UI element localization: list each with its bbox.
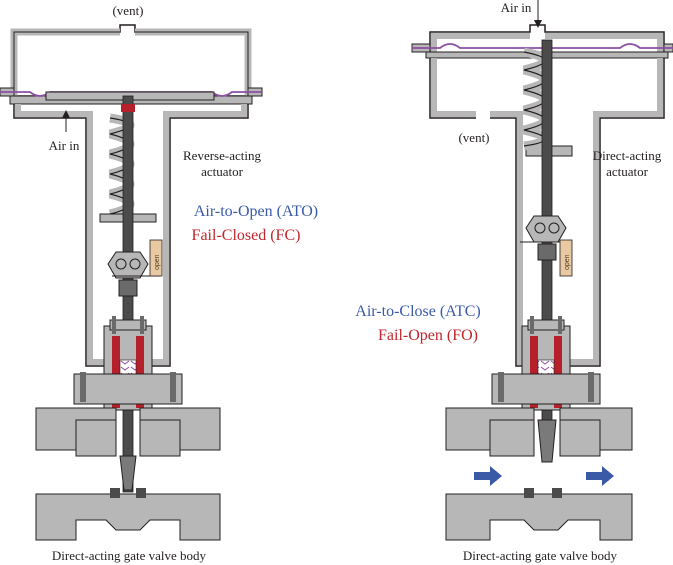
right-valve: open [355, 0, 673, 563]
left-mode-primary: Air-to-Open (ATO) [194, 203, 318, 220]
left-bonnet [73, 316, 183, 411]
left-valve-body [35, 407, 221, 541]
left-body-label: Direct-acting gate valve body [52, 548, 207, 563]
left-air-in-arrow-icon [62, 110, 70, 132]
right-air-in-label: Air in [501, 0, 532, 15]
left-air-in-label: Air in [49, 138, 80, 153]
left-vent-label: (vent) [112, 3, 143, 18]
left-valve: open (vent) [0, 3, 318, 563]
right-stem-coupling [520, 215, 572, 261]
right-body-label: Direct-acting gate valve body [463, 548, 618, 563]
right-valve-body [445, 407, 633, 541]
left-actuator-label: Reverse-acting [183, 148, 261, 163]
right-air-in-arrow-icon [534, 0, 542, 28]
right-actuator-label: Direct-acting [593, 148, 662, 163]
left-stem-coupling [107, 251, 160, 297]
right-mode-primary: Air-to-Close (ATC) [355, 303, 480, 320]
right-position-tag: open [559, 239, 573, 277]
flow-arrow-icon [474, 466, 502, 486]
right-vent-label: (vent) [458, 130, 489, 145]
right-bonnet [491, 316, 601, 411]
left-position-tag: open [149, 239, 163, 277]
right-actuator-label-2: actuator [606, 164, 649, 179]
right-mode-fail: Fail-Open (FO) [378, 327, 478, 344]
left-actuator-label-2: actuator [201, 164, 244, 179]
left-tag-text: open [154, 254, 161, 270]
flow-arrow-icon-2 [586, 466, 614, 486]
right-tag-text: open [564, 254, 571, 270]
left-mode-fail: Fail-Closed (FC) [192, 227, 301, 244]
